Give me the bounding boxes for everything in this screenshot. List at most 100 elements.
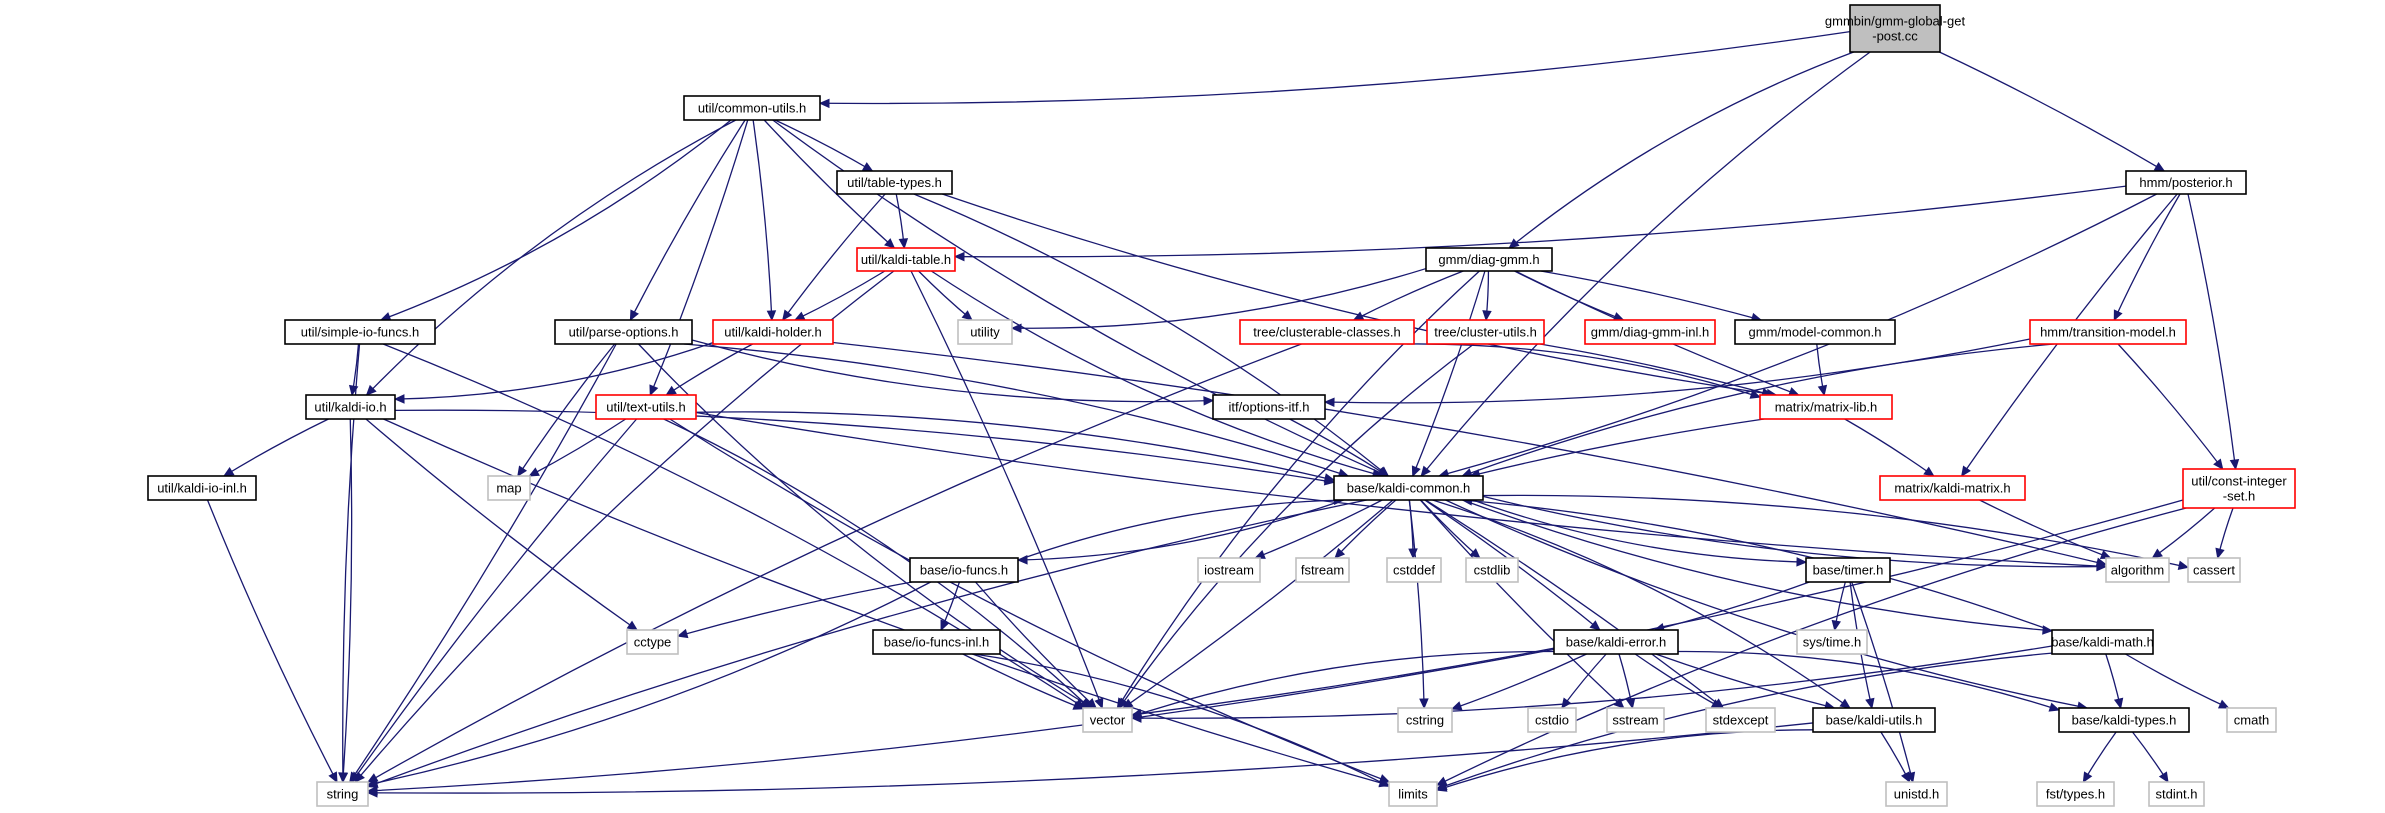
edge-kaldi_io-to-string <box>338 418 353 784</box>
node-label: util/simple-io-funcs.h <box>301 325 420 340</box>
node-box <box>1465 557 1519 583</box>
edge-kaldi_utils-to-limits <box>1435 729 1814 792</box>
node-cstddef: cstddef <box>1386 557 1442 583</box>
edge-table_types-to-kaldi_table <box>895 193 909 250</box>
edge-text_utils-to-map <box>528 418 627 477</box>
node-box <box>2105 557 2170 583</box>
node-iostream: iostream <box>1197 557 1261 583</box>
node-timer[interactable]: base/timer.h <box>1805 557 1891 583</box>
node-cmath: cmath <box>2226 707 2277 733</box>
edge-line <box>942 193 1777 396</box>
node-box <box>305 394 396 420</box>
edge-common_utils-to-table_types <box>774 119 874 172</box>
node-kaldi-error[interactable]: base/kaldi-error.h <box>1553 629 1679 655</box>
node-label: fstream <box>1301 563 1344 578</box>
edge-common_utils-to-kaldi_io <box>365 119 737 396</box>
node-diag-gmm-inl[interactable]: gmm/diag-gmm-inl.h <box>1584 319 1716 345</box>
edge-io_funcs-to-string <box>366 581 932 788</box>
node-label: cstring <box>1406 713 1444 728</box>
node-label: cctype <box>634 635 672 650</box>
node-box <box>712 319 834 345</box>
node-text-utils[interactable]: util/text-utils.h <box>595 394 697 420</box>
edge-line <box>351 418 638 783</box>
node-limits: limits <box>1388 781 1438 807</box>
node-kaldi-utils[interactable]: base/kaldi-utils.h <box>1812 707 1936 733</box>
arrowhead-icon <box>1817 384 1828 397</box>
node-posterior[interactable]: hmm/posterior.h <box>2125 170 2247 195</box>
node-label: cstddef <box>1393 563 1435 578</box>
node-box <box>1295 557 1350 583</box>
node-label: base/timer.h <box>1813 563 1884 578</box>
edge-kaldi_math-to-vector <box>1130 645 2053 723</box>
edge-kaldi_error-to-kaldi_utils <box>1655 653 1836 711</box>
node-kaldi-io-inl[interactable]: util/kaldi-io-inl.h <box>147 475 257 501</box>
node-kaldi-holder[interactable]: util/kaldi-holder.h <box>712 319 834 345</box>
node-label: gmm/diag-gmm.h <box>1438 252 1539 267</box>
node-kaldi-io[interactable]: util/kaldi-io.h <box>305 394 396 420</box>
node-io-funcs[interactable]: base/io-funcs.h <box>909 557 1019 583</box>
node-parse-options[interactable]: util/parse-options.h <box>554 319 693 345</box>
arrowhead-icon <box>366 778 379 788</box>
node-clusterable[interactable]: tree/clusterable-classes.h <box>1239 319 1415 345</box>
edge-parse_options-to-kaldi_common <box>683 343 1350 478</box>
node-box <box>2226 707 2277 733</box>
edge-io_funcs-to-kaldi_common <box>1017 495 1345 561</box>
arrowhead-icon <box>1469 548 1481 559</box>
arrowhead-icon <box>2158 771 2169 784</box>
node-label: sstream <box>1612 713 1658 728</box>
node-transition-model[interactable]: hmm/transition-model.h <box>2029 319 2187 345</box>
node-const-int-set[interactable]: util/const-integer-set.h <box>2182 468 2296 509</box>
node-table-types[interactable]: util/table-types.h <box>836 170 953 195</box>
node-kaldi-math[interactable]: base/kaldi-math.h <box>2051 629 2154 655</box>
edge-diag_gmm-to-cluster_utils <box>1482 270 1492 322</box>
node-root[interactable]: gmmbin/gmm-global-get-post.cc <box>1825 4 1966 53</box>
edge-line <box>1851 581 1914 783</box>
node-label: util/const-integer <box>2191 474 2287 489</box>
edge-line <box>366 119 737 396</box>
node-sys-time: sys/time.h <box>1796 629 1868 655</box>
node-kaldi-matrix[interactable]: matrix/kaldi-matrix.h <box>1879 475 2026 501</box>
arrowhead-icon <box>2213 458 2224 470</box>
node-box <box>1805 557 1891 583</box>
edge-line <box>913 193 1389 477</box>
arrowhead-icon <box>676 628 689 639</box>
arrowhead-icon <box>1130 713 1142 723</box>
edge-line <box>1508 51 1854 249</box>
node-kaldi-common[interactable]: base/kaldi-common.h <box>1333 475 1484 501</box>
node-unistd: unistd.h <box>1885 781 1948 807</box>
edge-timer-to-sys_time <box>1831 581 1846 632</box>
edge-line <box>930 270 1383 477</box>
node-kaldi-table[interactable]: util/kaldi-table.h <box>856 247 956 272</box>
edge-line <box>367 343 1302 783</box>
node-label: unistd.h <box>1894 787 1940 802</box>
node-box <box>2182 468 2296 509</box>
node-options-itf[interactable]: itf/options-itf.h <box>1212 394 1326 420</box>
edge-line <box>1539 343 1772 396</box>
node-io-funcs-inl[interactable]: base/io-funcs-inl.h <box>872 629 1001 655</box>
node-matrix-lib[interactable]: matrix/matrix-lib.h <box>1759 394 1893 420</box>
edge-kaldi_error-to-cstring <box>1450 653 1587 711</box>
node-model-common[interactable]: gmm/model-common.h <box>1734 319 1896 345</box>
edge-kaldi_table-to-kaldi_common <box>930 270 1384 479</box>
edge-line <box>2113 193 2181 321</box>
edge-line <box>1011 267 1427 329</box>
node-label: -post.cc <box>1872 29 1918 44</box>
edge-line <box>394 409 1335 483</box>
edge-line <box>367 722 1814 794</box>
node-diag-gmm[interactable]: gmm/diag-gmm.h <box>1425 247 1553 272</box>
node-cluster-utils[interactable]: tree/cluster-utils.h <box>1426 319 1545 345</box>
arrowhead-icon <box>2151 548 2163 559</box>
edge-transition_model-to-const_int_set <box>2117 343 2224 470</box>
node-box <box>2036 781 2115 807</box>
edge-line <box>1017 499 1344 561</box>
arrowhead-icon <box>884 238 896 249</box>
node-label: util/kaldi-io.h <box>314 400 386 415</box>
edge-posterior-to-transition_model <box>2113 193 2181 322</box>
node-common-utils[interactable]: util/common-utils.h <box>683 95 821 121</box>
node-box <box>1333 475 1484 501</box>
node-box <box>1239 319 1415 345</box>
node-box <box>1527 707 1577 733</box>
node-box <box>909 557 1019 583</box>
node-kaldi-types[interactable]: base/kaldi-types.h <box>2058 707 2190 733</box>
node-simple-io[interactable]: util/simple-io-funcs.h <box>284 319 436 345</box>
